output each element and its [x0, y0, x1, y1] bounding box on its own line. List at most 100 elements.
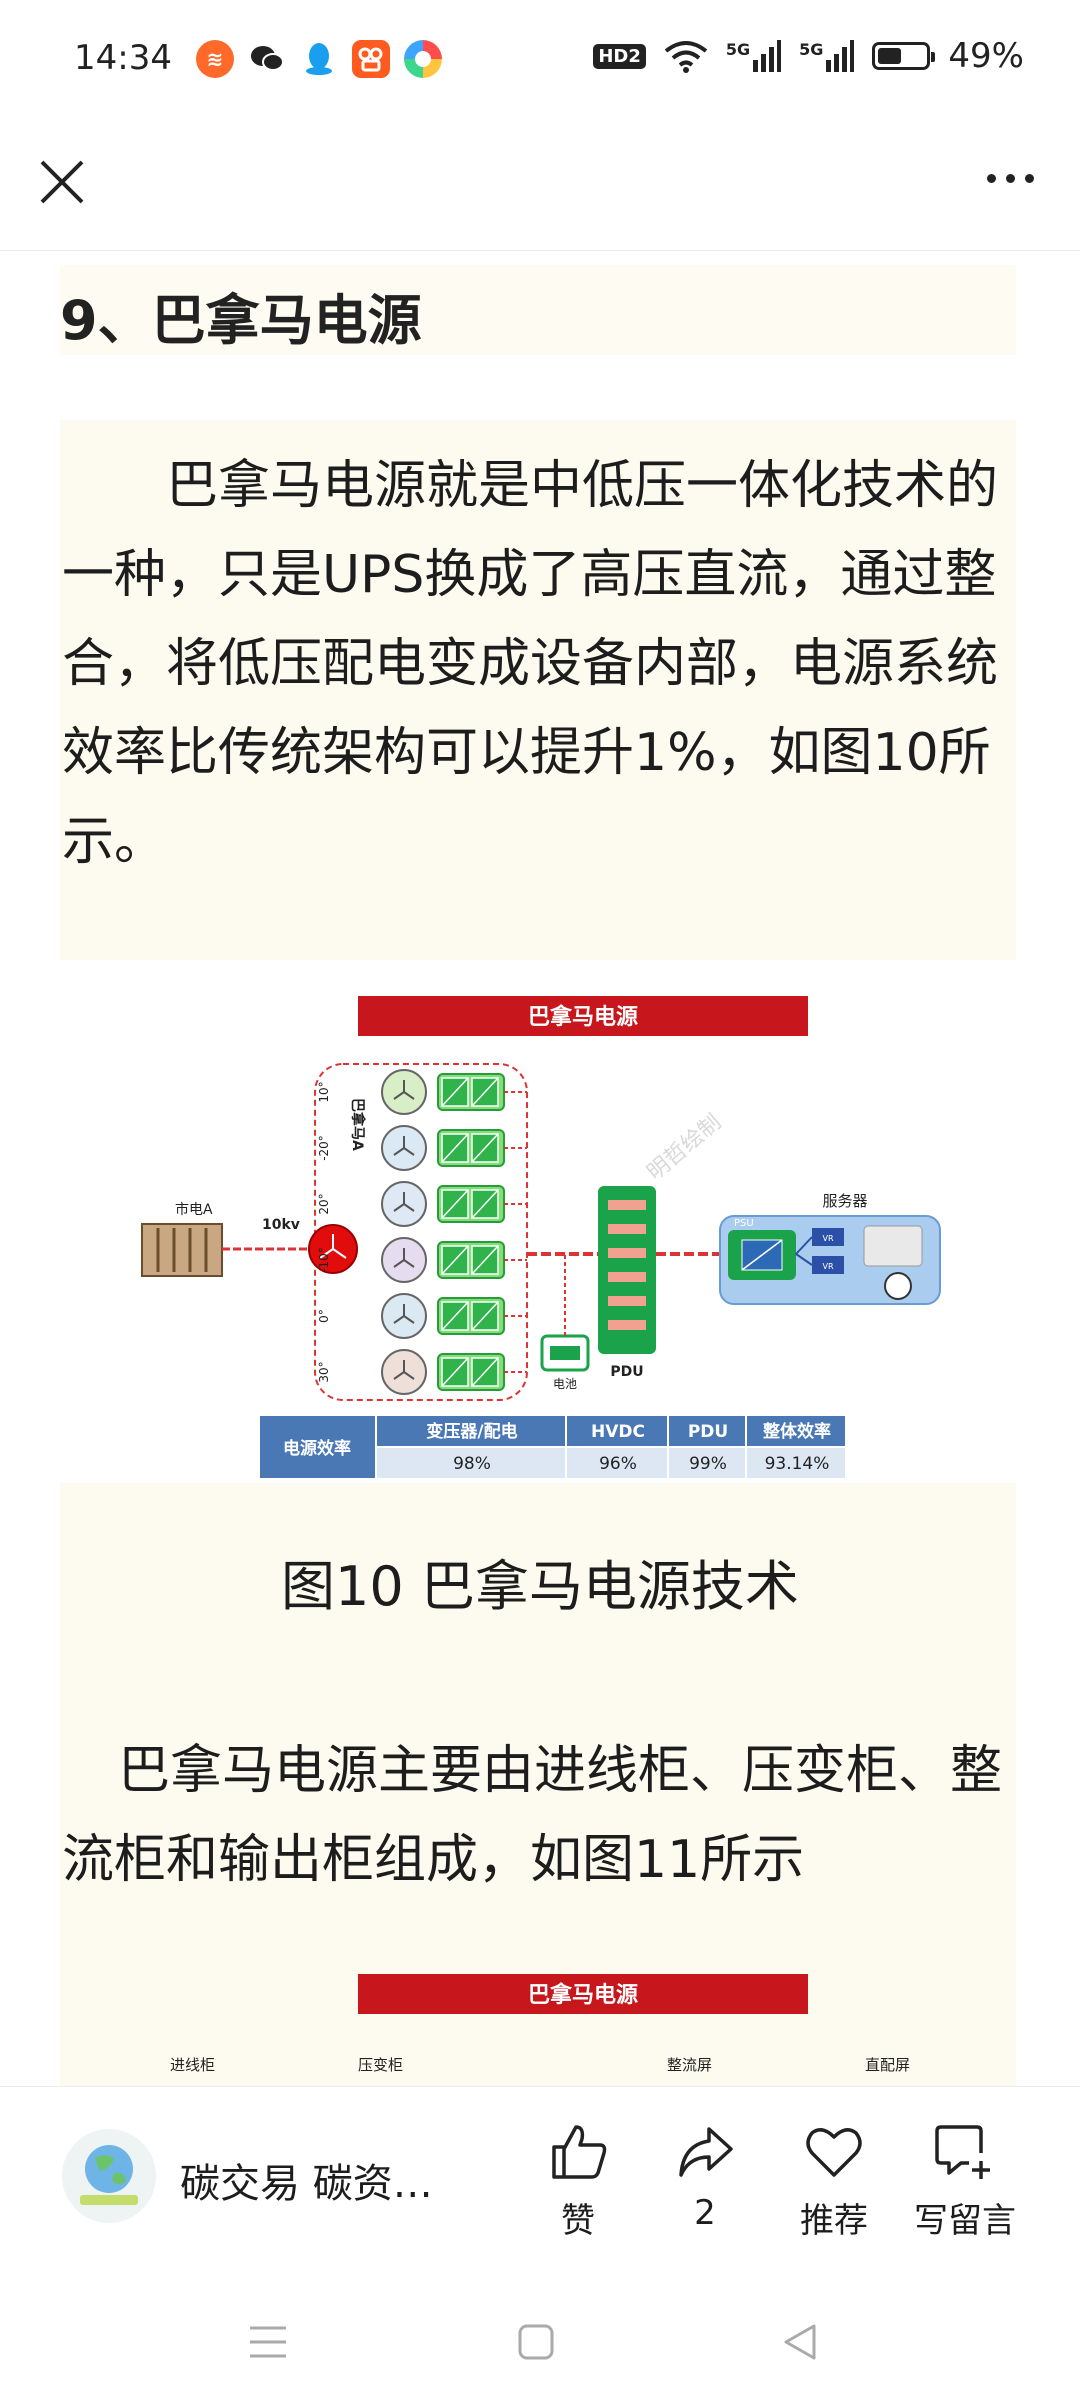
transformer-row: 0° [317, 1293, 527, 1339]
figure2-label: 整流屏 [667, 2056, 712, 2074]
transformer-row: 20° [317, 1181, 527, 1227]
status-bar: 14:34 ≋ HD2 5G 5G 49% [0, 0, 1080, 124]
voltage-label: 10kv [262, 1217, 300, 1233]
comment-add-icon [935, 2125, 990, 2179]
share-button[interactable]: 2 [645, 2123, 765, 2233]
system-nav-bar [0, 2280, 1080, 2400]
signal-2: 5G [799, 40, 855, 72]
close-button[interactable] [34, 154, 90, 210]
watermark: 明哲绘制 [643, 1110, 726, 1186]
comment-label: 写留言 [914, 2201, 1016, 2241]
signal-bars-icon [753, 40, 782, 72]
phase-angle-label: -20° [317, 1135, 331, 1161]
figure2-label: 直配屏 [865, 2056, 910, 2074]
comment-button[interactable]: 写留言 [902, 2123, 1028, 2242]
pdu-slot [608, 1248, 646, 1258]
more-button[interactable] [987, 174, 1034, 183]
thumbs-up-icon [552, 2125, 607, 2179]
figure-image-2[interactable]: 巴拿马电源 进线柜 压变柜 整流屏 直配屏 [130, 1974, 970, 2114]
paragraph: 巴拿马电源就是中低压一体化技术的一种，只是UPS换成了高压直流，通过整合，将低压… [62, 456, 999, 872]
pdu-slot [608, 1296, 646, 1306]
menu-icon[interactable] [248, 2324, 288, 2360]
phase-angle-label: 10° [317, 1081, 331, 1102]
account-name[interactable]: 碳交易 碳资… [180, 2161, 433, 2207]
account-avatar[interactable] [62, 2129, 156, 2223]
notification-icons: ≋ [196, 40, 442, 78]
fan [884, 1272, 912, 1300]
signal-bars-icon [826, 40, 855, 72]
browser-icon [404, 40, 442, 78]
phase-angle-label: 20° [317, 1193, 331, 1214]
table-header-cell [377, 1416, 565, 1446]
figure2-title: 巴拿马电源 [528, 1982, 638, 2008]
phase-angle-label: 0° [317, 1309, 331, 1323]
table-value-cell [669, 1448, 745, 1478]
cpu-chip [863, 1225, 923, 1267]
share-arrow-icon [679, 2127, 733, 2177]
recommend-button[interactable]: 推荐 [774, 2123, 894, 2242]
figure2-label: 进线柜 [170, 2056, 215, 2074]
psu-label: PSU [734, 1218, 754, 1229]
vr-label: VR [822, 1262, 833, 1271]
table-value: 93.14% [765, 1454, 830, 1474]
table-header: HVDC [591, 1422, 645, 1442]
table-value-cell [567, 1448, 667, 1478]
pdu-slot [608, 1320, 646, 1330]
figure-caption: 图10 巴拿马电源技术 [281, 1555, 799, 1618]
wifi-icon [664, 41, 708, 73]
globe-logo-icon [80, 2145, 138, 2205]
recommend-label: 推荐 [800, 2201, 868, 2241]
like-button[interactable]: 赞 [518, 2123, 638, 2242]
utility-cabinet [141, 1223, 223, 1277]
table-header: 整体效率 [763, 1421, 831, 1442]
battery-label: 电池 [553, 1377, 577, 1391]
figure-image[interactable]: 巴拿马电源 巴拿马A 市电A 10kv 10°-20°20°-10°0°30° … [130, 996, 970, 1741]
figure2-label: 压变柜 [358, 2056, 403, 2074]
back-icon[interactable] [782, 2322, 818, 2362]
pdu-label: PDU [610, 1364, 643, 1380]
top-nav [0, 124, 1080, 251]
table-value: 96% [599, 1454, 637, 1474]
table-value: 98% [453, 1454, 491, 1474]
figure2-title-bar [358, 1974, 808, 2014]
table-header-cell [567, 1416, 667, 1446]
more-icon [987, 174, 996, 183]
table-row-header: 电源效率 [283, 1438, 351, 1459]
hd-voice-icon: HD2 [593, 43, 646, 69]
kuaishou-icon [352, 40, 390, 78]
transformer-row: 30° [317, 1349, 527, 1395]
status-indicators: HD2 5G 5G 49% [593, 36, 1024, 76]
source-label: 市电A [175, 1201, 213, 1218]
battery-icon [872, 42, 936, 70]
transformer-row: -20° [317, 1125, 527, 1171]
home-icon[interactable] [518, 2324, 554, 2360]
wechat-icon [248, 40, 286, 78]
table-value-cell [747, 1448, 845, 1478]
share-count: 2 [694, 2193, 716, 2233]
table-header: PDU [688, 1422, 728, 1442]
table-value-cell [377, 1448, 565, 1478]
pdu-slot [608, 1200, 646, 1210]
weibo-icon: ≋ [196, 40, 234, 78]
transformer-row: -10° [317, 1237, 527, 1283]
transformer-row: 10° [317, 1069, 527, 1115]
section-heading: 9、巴拿马电源 [60, 289, 422, 352]
server-label: 服务器 [822, 1192, 867, 1210]
figure-title: 巴拿马电源 [528, 1004, 638, 1030]
table-header: 变压器/配电 [426, 1421, 517, 1442]
pdu-slot [608, 1272, 646, 1282]
pdu-slot [608, 1224, 646, 1234]
bottom-action-bar: 碳交易 碳资… 赞 2 推荐 写留言 [0, 2086, 1080, 2279]
table-header-cell [669, 1416, 745, 1446]
heart-icon [806, 2128, 862, 2177]
battery-percent: 49% [948, 36, 1024, 76]
transformer-label: 巴拿马A [349, 1098, 366, 1151]
signal-1: 5G [726, 40, 782, 72]
vr-label: VR [822, 1234, 833, 1243]
figure-title-bar [358, 996, 808, 1036]
panama-power-diagram: 巴拿马电源 巴拿马A 市电A 10kv 10°-20°20°-10°0°30° … [141, 996, 941, 1478]
qq-icon [300, 40, 338, 78]
phase-angle-label: 30° [317, 1361, 331, 1382]
paragraph: 巴拿马电源主要由进线柜、压变柜、整流柜和输出柜组成，如图11所示 [62, 1741, 1003, 1890]
